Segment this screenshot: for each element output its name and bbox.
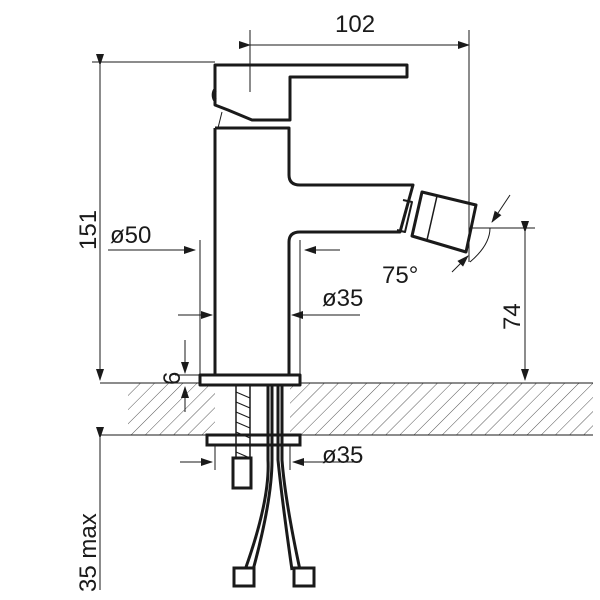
faucet-body — [198, 63, 478, 387]
dim-hole-diameter-label: ø35 — [322, 442, 363, 469]
dim-base-diameter-label: ø50 — [110, 222, 151, 249]
dim-angle-label: 75° — [382, 262, 418, 289]
dim-plate-thickness-label: 6 — [159, 372, 186, 385]
dim-spout-height-label: 74 — [499, 303, 526, 330]
dim-max-thickness-label: 35 max — [75, 513, 102, 592]
dimension-lines — [92, 30, 535, 590]
mounting-hardware — [205, 384, 316, 588]
countertop — [100, 382, 593, 436]
dim-body-diameter-label: ø35 — [322, 285, 363, 312]
dim-width-label: 102 — [335, 11, 375, 38]
dim-height-label: 151 — [75, 210, 102, 250]
